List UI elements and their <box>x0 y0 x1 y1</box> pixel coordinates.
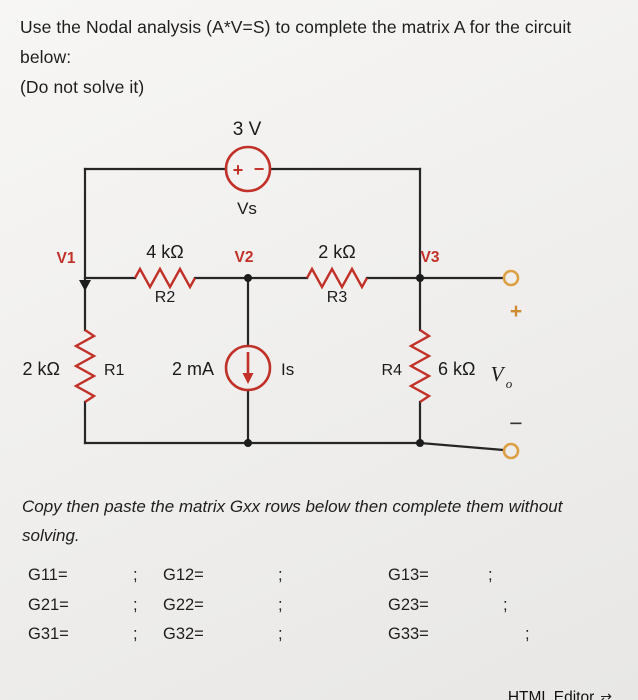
semicolon: ; <box>278 595 283 614</box>
voltage-source-circle <box>224 145 272 193</box>
html-editor-label[interactable]: HTML Editor <box>507 689 595 700</box>
r2-ref: R2 <box>155 289 176 306</box>
v1-junction-marker <box>79 280 91 291</box>
node-label-v1: V1 <box>57 250 76 267</box>
r1-value: 2 kΩ <box>23 359 60 379</box>
current-source-circle <box>224 344 272 392</box>
g32-label: G32= <box>163 625 204 643</box>
r2-value: 4 kΩ <box>146 242 183 262</box>
g31-label: G31= <box>28 625 69 643</box>
semicolon: ; <box>133 566 138 584</box>
output-plus-sign: + <box>510 300 522 323</box>
semicolon: ; <box>525 625 530 643</box>
instruction-line-2: solving. <box>22 526 80 545</box>
semicolon: ; <box>133 595 138 614</box>
question-text: Use the Nodal analysis (A*V=S) to comple… <box>20 12 571 102</box>
g11-label: G11= <box>28 566 68 584</box>
resistor-r1-symbol <box>73 329 97 403</box>
html-editor-link[interactable]: HTML Editor ⇄ <box>508 689 612 700</box>
matrix-row-2: G21= ; G22= ; G23= ; <box>28 591 530 621</box>
circuit-wires <box>83 167 506 452</box>
output-voltage-label: V <box>491 362 506 386</box>
question-line-1: Use the Nodal analysis (A*V=S) to comple… <box>20 17 572 37</box>
g33-label: G33= <box>388 625 429 643</box>
r3-ref: R3 <box>327 289 348 306</box>
matrix-row-1: G11= ; G12= ; G13= ; <box>28 561 530 591</box>
resistor-r4-symbol <box>408 329 432 403</box>
r4-value: 6 kΩ <box>438 359 475 379</box>
resistors <box>73 266 432 403</box>
output-minus-sign: − <box>509 410 522 436</box>
semicolon: ; <box>278 566 283 584</box>
semicolon: ; <box>133 625 138 643</box>
current-source-value: 2 mA <box>172 359 214 379</box>
instruction-line-1: Copy then paste the matrix Gxx rows belo… <box>22 497 563 516</box>
resistor-r3-symbol <box>305 266 369 290</box>
html-editor-switch-icon[interactable]: ⇄ <box>600 689 612 700</box>
g21-label: G21= <box>28 595 69 614</box>
r4-ref: R4 <box>382 362 403 379</box>
voltage-source-minus-sign: − <box>254 159 265 179</box>
r1-ref: R1 <box>104 362 125 379</box>
junction-dots <box>79 274 424 447</box>
output-terminal-minus <box>502 442 520 460</box>
voltage-source-plus-sign: + <box>233 160 244 180</box>
instruction-text: Copy then paste the matrix Gxx rows belo… <box>22 492 562 550</box>
question-line-2: below: <box>20 47 72 67</box>
g22-label: G22= <box>163 595 204 614</box>
current-source-ref: Is <box>281 360 294 379</box>
semicolon: ; <box>278 625 283 643</box>
g12-label: G12= <box>163 566 204 584</box>
output-terminal-plus <box>502 269 520 287</box>
node-label-v2: V2 <box>235 249 254 266</box>
semicolon: ; <box>488 566 493 584</box>
output-voltage-subscript: o <box>506 376 513 391</box>
g13-label: G13= <box>388 566 429 584</box>
matrix-row-3: G31= ; G32= ; G33= ; <box>28 620 530 650</box>
matrix-rows: G11= ; G12= ; G13= ; G21= ; G22= ; G23= … <box>28 561 530 650</box>
resistor-r2-symbol <box>133 266 197 290</box>
g23-label: G23= <box>388 595 429 614</box>
r3-value: 2 kΩ <box>318 242 355 262</box>
question-line-3: (Do not solve it) <box>20 77 145 97</box>
node-label-v3: V3 <box>421 249 440 266</box>
voltage-source-ref: Vs <box>237 199 257 218</box>
current-arrow-down-icon <box>242 352 254 384</box>
voltage-source-value: 3 V <box>233 119 262 140</box>
semicolon: ; <box>503 595 508 614</box>
